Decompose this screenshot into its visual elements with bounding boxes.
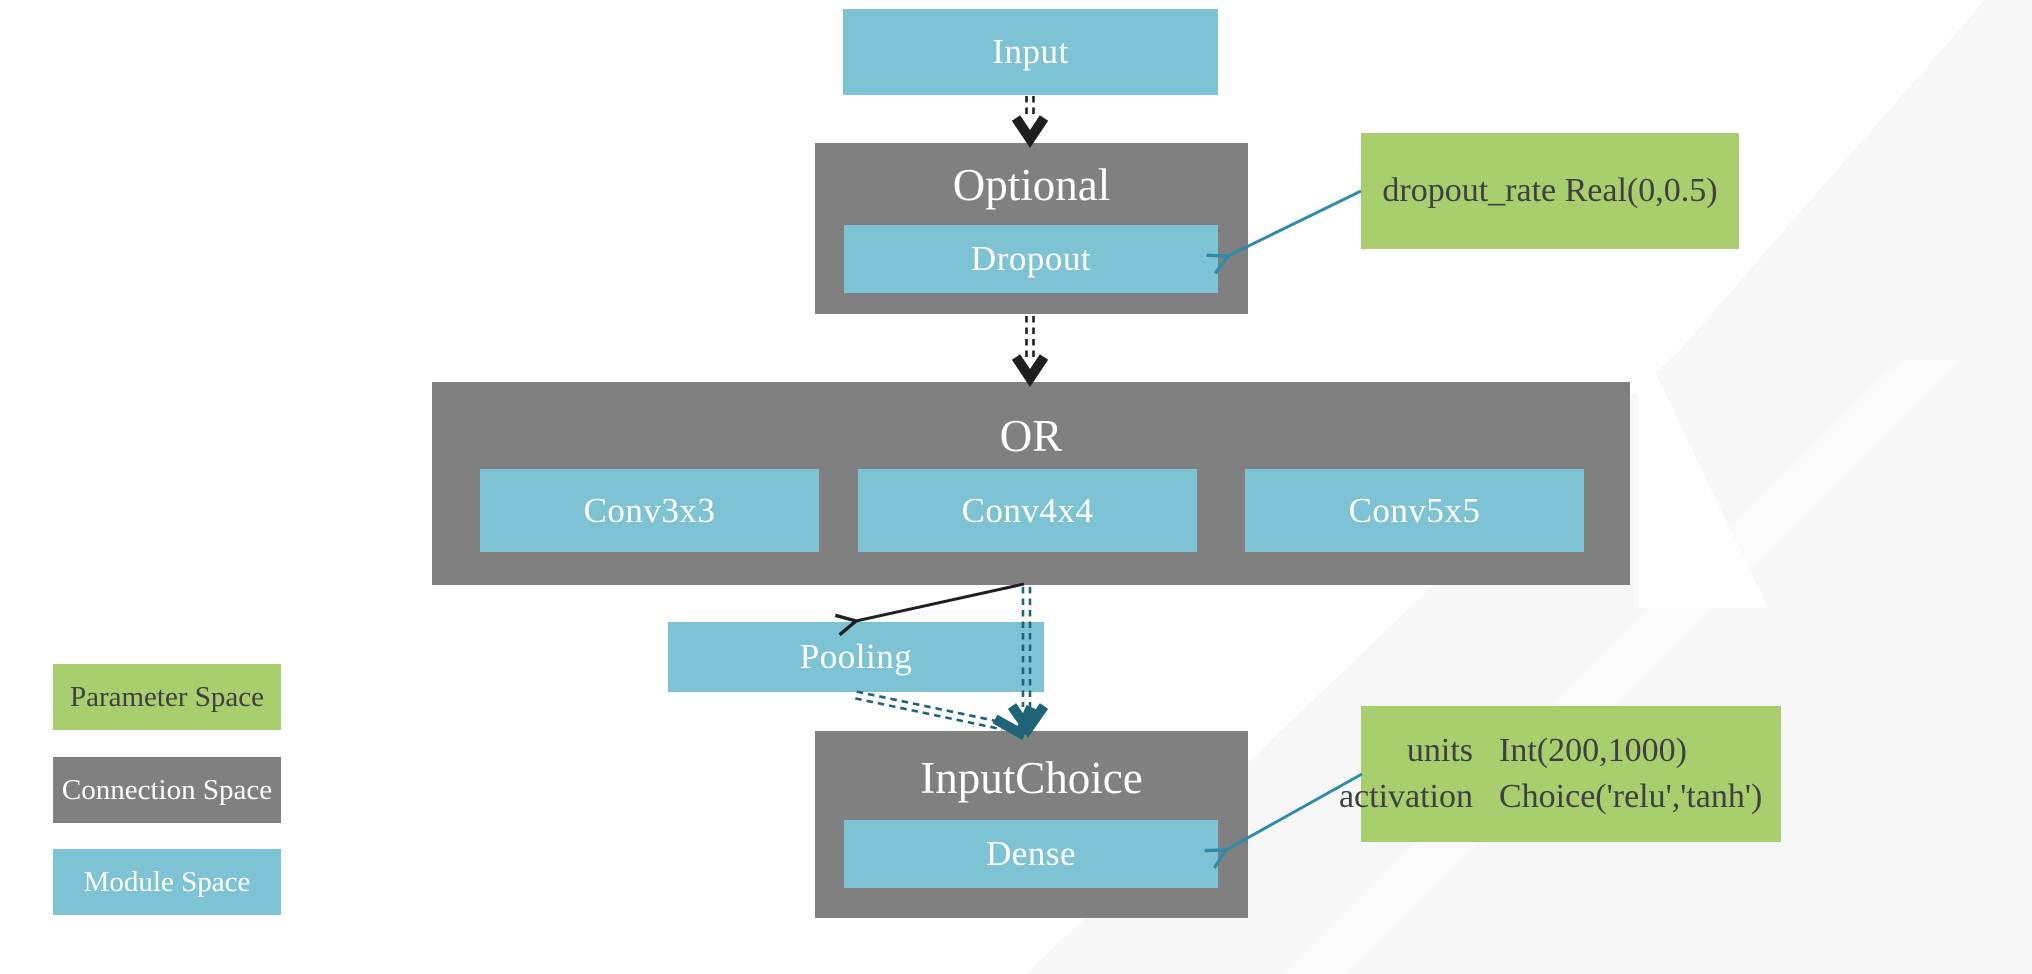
node-conv3x3: Conv3x3	[480, 469, 819, 552]
param-dropout-rate-text: dropout_rate Real(0,0.5)	[1382, 172, 1718, 209]
node-dropout: Dropout	[844, 225, 1218, 293]
legend-parameter-space-label: Parameter Space	[69, 680, 265, 713]
param-dense-units-value: Int(200,1000)	[1499, 732, 1687, 769]
container-inputchoice: InputChoice Dense	[815, 731, 1248, 918]
background-facet-wedge	[1638, 366, 1768, 608]
container-inputchoice-title: InputChoice	[920, 753, 1143, 803]
legend-module-space-label: Module Space	[83, 865, 251, 898]
arrow-or-to-pooling	[834, 582, 1025, 637]
legend-connection-space-label: Connection Space	[61, 773, 273, 806]
legend-item-module-space: Module Space	[53, 849, 281, 915]
arrow-param-to-dropout	[1206, 189, 1362, 275]
legend-item-parameter-space: Parameter Space	[53, 664, 281, 730]
arrow-optional-to-or	[1011, 316, 1049, 388]
param-dense-row-units: units Int(200,1000)	[1313, 728, 1829, 774]
node-conv5x5: Conv5x5	[1245, 469, 1584, 552]
container-or-title: OR	[999, 411, 1063, 461]
legend-item-connection-space: Connection Space	[53, 757, 281, 823]
param-dense-activation-name: activation	[1338, 778, 1473, 815]
container-optional: Optional Dropout	[815, 143, 1248, 314]
node-conv4x4: Conv4x4	[858, 469, 1197, 552]
param-box-dropout-rate: dropout_rate Real(0,0.5)	[1361, 133, 1739, 249]
node-conv3x3-label: Conv3x3	[583, 490, 716, 530]
node-dropout-label: Dropout	[970, 239, 1092, 278]
param-dense-row-activation: activation Choice('relu','tanh')	[1313, 774, 1829, 820]
param-dense-activation-value: Choice('relu','tanh')	[1499, 778, 1763, 815]
arrow-pooling-to-inputchoice	[855, 690, 1036, 741]
arrow-input-to-optional	[1011, 96, 1049, 149]
node-input: Input	[843, 9, 1218, 95]
node-conv4x4-label: Conv4x4	[961, 490, 1094, 530]
node-pooling-label: Pooling	[799, 637, 913, 676]
node-dense: Dense	[844, 820, 1218, 888]
arrow-or-to-inputchoice	[1007, 587, 1049, 738]
node-dense-label: Dense	[986, 834, 1076, 873]
node-conv5x5-label: Conv5x5	[1348, 490, 1481, 530]
param-dense-units-name: units	[1406, 732, 1473, 769]
arrow-param-to-dense	[1204, 772, 1363, 869]
param-box-dense: units Int(200,1000) activation Choice('r…	[1339, 706, 1781, 842]
node-input-label: Input	[992, 32, 1069, 71]
container-or: OR Conv3x3 Conv4x4 Conv5x5	[432, 382, 1630, 585]
container-optional-title: Optional	[952, 160, 1111, 210]
